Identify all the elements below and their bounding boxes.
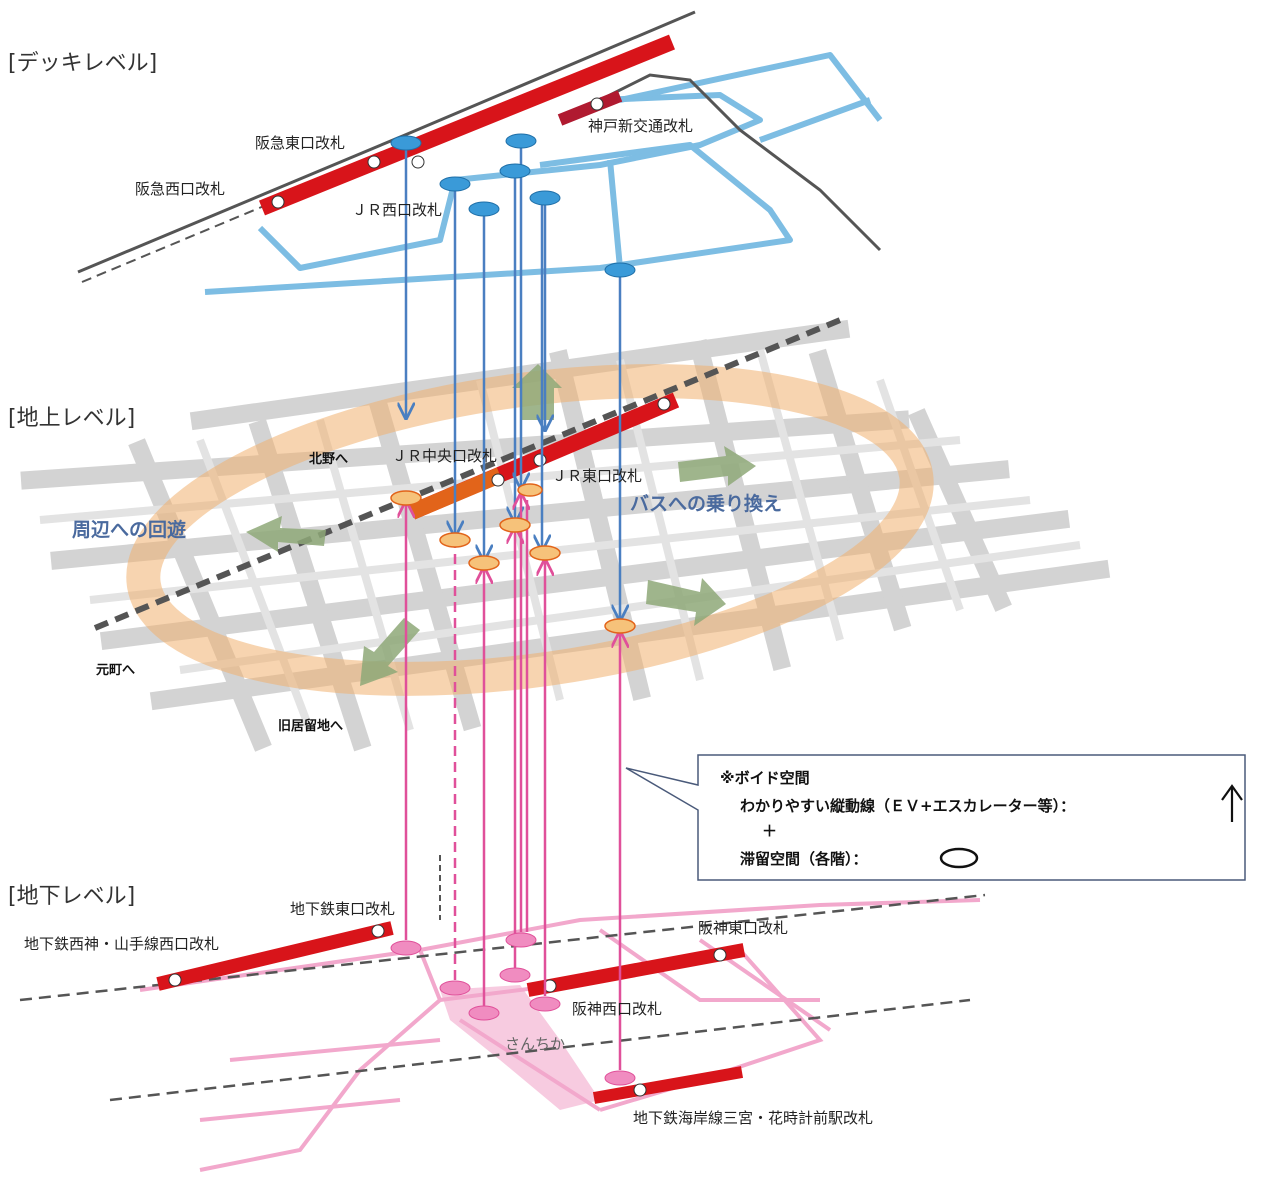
label-circulation: 周辺への回遊 [72,518,186,541]
jr-central-gate-marker [492,474,504,486]
shinkotsu-gate-marker [591,98,603,110]
underground-level-label: [地下レベル] [8,884,135,909]
subway-west-gate-marker [169,974,181,986]
label-kobe-shinkotsu: 神戸新交通改札 [588,117,693,135]
deck-rail-line-main [78,12,695,272]
jr-end-marker [658,398,670,410]
kaigan-gate-marker [634,1084,646,1096]
label-kyukyoryuchi: 旧居留地へ [278,718,343,734]
label-subway-kaigan: 地下鉄海岸線三宮・花時計前駅改札 [633,1109,873,1127]
legend-title: ※ボイド空間 [720,769,810,787]
label-kitano: 北野へ [309,452,348,467]
arrow-bus [678,446,756,486]
label-bus-transfer: バスへの乗り換え [630,492,782,515]
label-subway-east: 地下鉄東口改札 [290,900,395,918]
label-subway-seishin-west: 地下鉄西神・山手線西口改札 [24,935,219,953]
label-hankyu-east: 阪急東口改札 [255,134,345,152]
jr-east-gate-marker [534,454,546,466]
deck-level-label: [デッキレベル] [8,51,157,76]
label-jr-central: ＪＲ中央口改札 [392,447,497,465]
label-hankyu-west: 阪急西口改札 [135,180,225,198]
hankyu-east-gate-marker-2 [412,156,424,168]
label-hanshin-east: 阪神東口改札 [698,919,788,937]
hankyu-east-gate-marker [368,156,380,168]
label-sanchika: さんちか [505,1035,565,1053]
hankyu-west-gate-marker [272,196,284,208]
label-jr-west: ＪＲ西口改札 [352,201,442,219]
subway-east-gate-marker [372,925,384,937]
label-hanshin-west: 阪神西口改札 [572,1000,662,1018]
legend-callout-box [626,755,1245,880]
legend-plus: ＋ [762,822,777,840]
hanshin-east-gate-marker [714,949,726,961]
legend-line1: わかりやすい縦動線（ＥＶ+エスカレーター等）： [740,797,1075,815]
label-jr-east: ＪＲ東口改札 [552,467,642,485]
ground-level-label: [地上レベル] [8,406,135,431]
label-motomachi: 元町へ [96,663,135,678]
legend-line2: 滞留空間（各階）： [740,850,868,868]
